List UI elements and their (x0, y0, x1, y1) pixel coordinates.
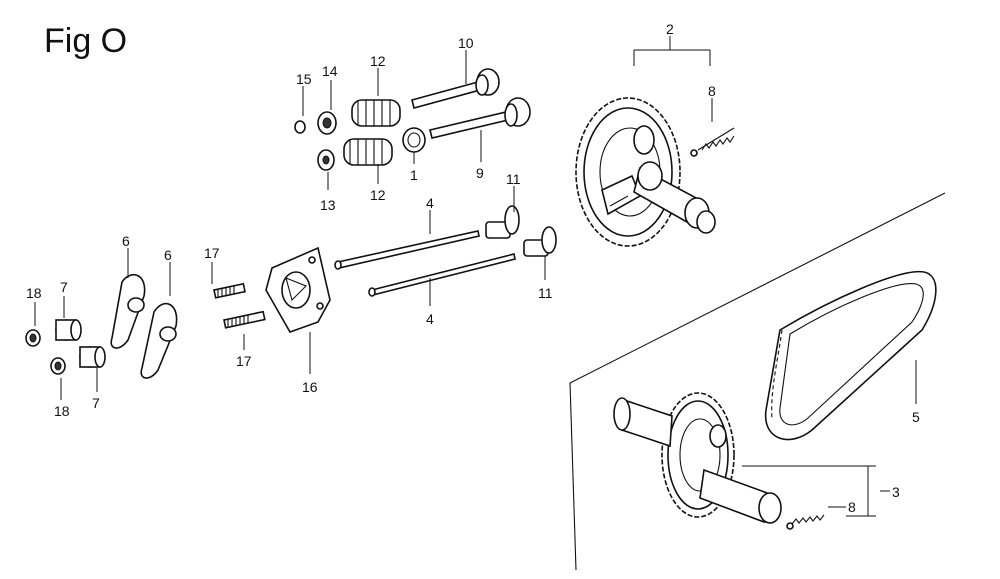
tappet-upper (485, 205, 520, 239)
valve-spring-lower (343, 138, 393, 166)
retainer-13 (317, 149, 335, 171)
tappet-lower (523, 226, 557, 257)
label-4-lower: 4 (426, 311, 434, 327)
rocker-arm-right (140, 302, 178, 379)
label-18-upper: 18 (26, 285, 42, 301)
valve-upper (411, 68, 500, 109)
decompressor-spring-lower (786, 514, 825, 530)
label-8-lower: 8 (848, 499, 856, 515)
collet-15 (294, 120, 306, 134)
push-rod-upper (334, 230, 480, 270)
rocker-arm-left (110, 273, 146, 349)
label-11-lower: 11 (538, 285, 553, 301)
label-9: 9 (476, 165, 484, 181)
stud-lower (223, 310, 266, 329)
valve-spring-upper (351, 99, 401, 127)
figure-title: Fig O (44, 22, 128, 60)
cam-chain (764, 270, 937, 441)
label-18-lower: 18 (54, 403, 70, 419)
crank-shaft (613, 397, 782, 524)
guide-plate (265, 246, 331, 333)
valve-lower (429, 97, 531, 139)
label-16: 16 (302, 379, 318, 395)
nut-lower (50, 357, 66, 375)
label-10: 10 (458, 35, 474, 51)
label-11-upper: 11 (506, 171, 521, 187)
nut-upper (25, 329, 41, 347)
label-15: 15 (296, 71, 312, 87)
valve-rotator-1 (402, 127, 426, 153)
label-1: 1 (410, 167, 418, 183)
label-14: 14 (322, 63, 338, 79)
label-13: 13 (320, 197, 336, 213)
camshaft-gear (575, 97, 681, 247)
label-2: 2 (666, 21, 674, 37)
label-3: 3 (892, 484, 900, 500)
camshaft-shaft (633, 161, 716, 234)
label-4-upper: 4 (426, 195, 434, 211)
label-12-lower: 12 (370, 187, 386, 203)
label-17-lower: 17 (236, 353, 252, 369)
retainer-14 (317, 111, 337, 135)
stud-upper (213, 282, 246, 299)
label-6-left: 6 (122, 233, 130, 249)
leader-lines (34, 36, 917, 517)
pivot-lower (79, 346, 106, 368)
decompressor-spring-upper (690, 127, 735, 157)
label-7-lower: 7 (92, 395, 100, 411)
label-17-upper: 17 (204, 245, 220, 261)
pivot-upper (55, 319, 82, 341)
label-7-upper: 7 (60, 279, 68, 295)
inset-panel-border (569, 192, 946, 571)
push-rod-lower (368, 253, 516, 297)
label-6-right: 6 (164, 247, 172, 263)
label-12-upper: 12 (370, 53, 386, 69)
label-8-upper: 8 (708, 83, 716, 99)
label-5: 5 (912, 409, 920, 425)
